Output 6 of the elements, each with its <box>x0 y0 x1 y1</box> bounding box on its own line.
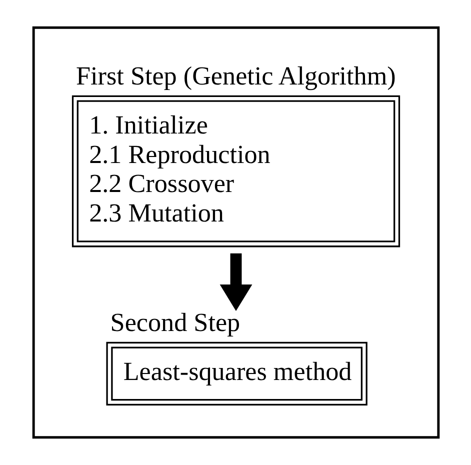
node-label: First Step (Genetic Algorithm) <box>76 61 396 90</box>
arrow <box>219 253 252 311</box>
cluster <box>32 26 440 439</box>
node-label: Second Step <box>110 308 240 337</box>
node-box: 1. Initialize 2.1 Reproduction 2.2 Crossover 2.3 Mutation <box>71 95 400 248</box>
node-box: Least-squares method <box>106 342 367 406</box>
